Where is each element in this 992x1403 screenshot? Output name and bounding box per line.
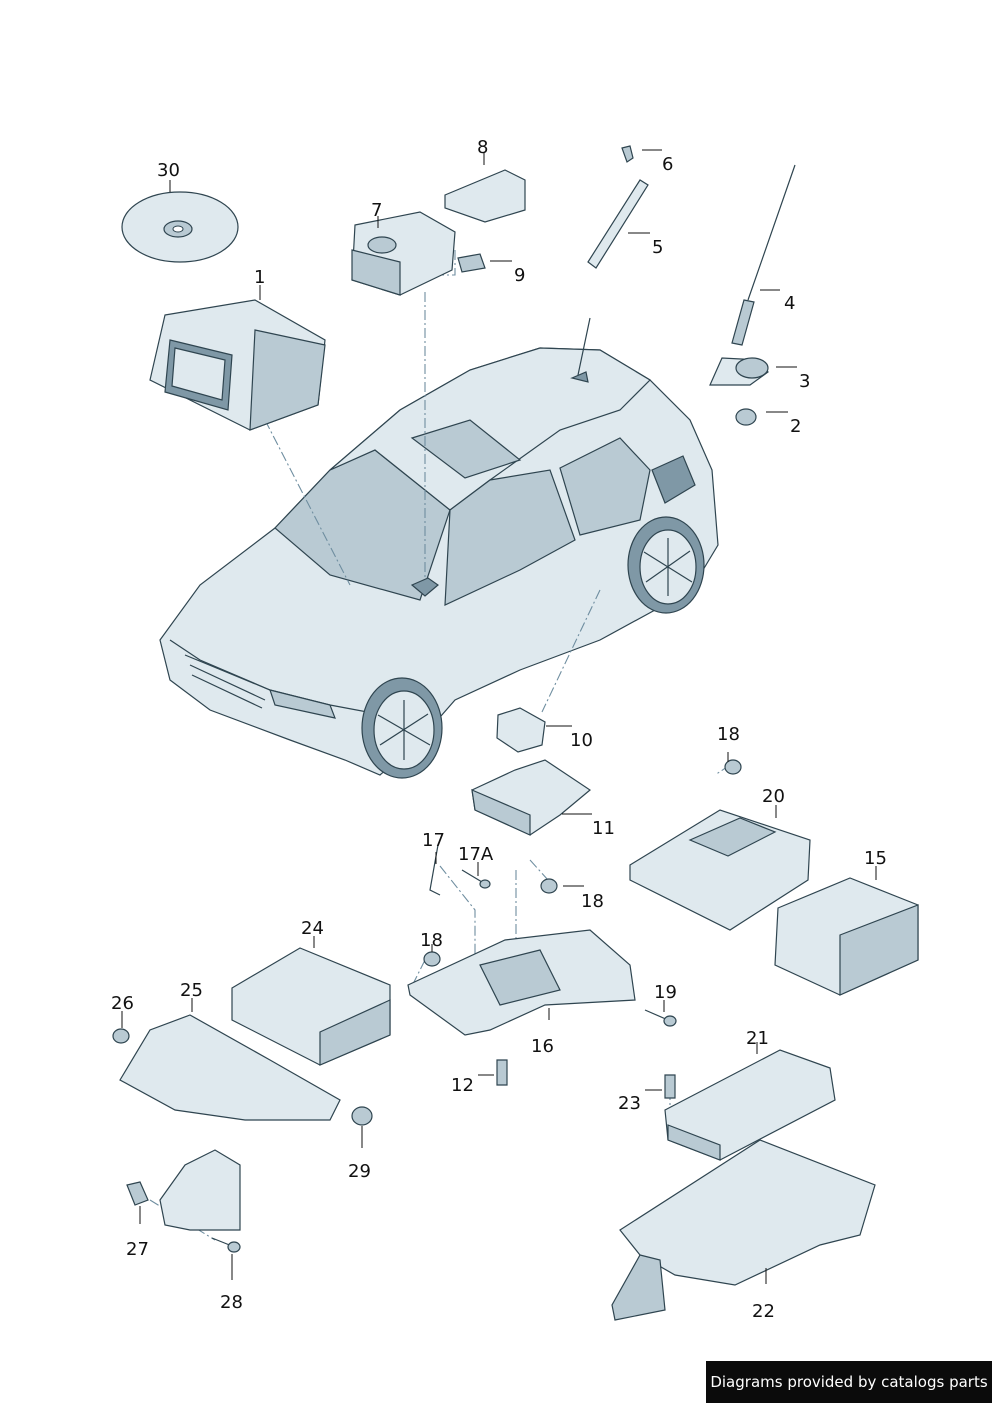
callout-7: 7 [371, 200, 382, 221]
part-8-cover [444, 169, 526, 223]
part-28-screw [211, 1237, 241, 1253]
callout-17a: 17A [458, 844, 494, 865]
part-27-clip [126, 1149, 241, 1231]
callout-17: 17 [422, 830, 445, 851]
callout-18-middle: 18 [581, 891, 604, 912]
callout-4: 4 [784, 293, 795, 314]
part-3-antenna-base [709, 357, 769, 386]
callout-25: 25 [180, 980, 203, 1001]
callout-11: 11 [592, 818, 615, 839]
rear-wheel [627, 516, 705, 614]
part-4-antenna-mast [731, 164, 796, 346]
part-15-audio-unit [774, 877, 919, 996]
callout-18-top: 18 [717, 724, 740, 745]
part-11-bracket [471, 759, 592, 836]
callout-labels: 30 1 7 8 9 6 5 4 3 2 10 11 18 20 15 17 1… [111, 137, 887, 1322]
callout-5: 5 [652, 237, 663, 258]
callout-10: 10 [570, 730, 593, 751]
leader-lines [121, 149, 877, 1284]
callout-18-left: 18 [420, 930, 443, 951]
callout-29: 29 [348, 1161, 371, 1182]
part-26-nut [112, 1028, 130, 1044]
callout-22: 22 [752, 1301, 775, 1322]
callout-21: 21 [746, 1028, 769, 1049]
part-12-bolt [496, 1059, 508, 1086]
attribution-text: Diagrams provided by catalogs parts [710, 1373, 988, 1391]
callout-23: 23 [618, 1093, 641, 1114]
part-18-nuts [423, 759, 742, 967]
part-29-plug [351, 1106, 373, 1126]
callout-26: 26 [111, 993, 134, 1014]
callout-12: 12 [451, 1075, 474, 1096]
callout-15: 15 [864, 848, 887, 869]
part-7-control-module [351, 211, 456, 296]
part-5-antenna-rod [587, 179, 649, 269]
front-wheel [361, 677, 443, 779]
part-16-mounting-bracket [407, 929, 636, 1036]
part-6-screw [621, 145, 634, 163]
callout-1: 1 [254, 267, 265, 288]
part-17-clip [429, 844, 441, 896]
callout-8: 8 [477, 137, 488, 158]
part-2-nut [735, 408, 757, 426]
part-21-amplifier [664, 1049, 836, 1161]
callout-27: 27 [126, 1239, 149, 1260]
part-24-control-unit [231, 947, 391, 1066]
part-10-module [496, 707, 546, 753]
callout-28: 28 [220, 1292, 243, 1313]
part-25-housing [119, 1014, 341, 1121]
callout-2: 2 [790, 416, 801, 437]
callout-24: 24 [301, 918, 324, 939]
callout-9: 9 [514, 265, 525, 286]
callout-19: 19 [654, 982, 677, 1003]
part-9-connector [457, 253, 486, 273]
part-19-screw [644, 1009, 677, 1027]
callout-20: 20 [762, 786, 785, 807]
part-20-bracket [629, 809, 811, 931]
part-30-disc [121, 191, 239, 263]
part-22-tray [611, 1139, 876, 1321]
part-1-navigation-unit [149, 299, 326, 431]
car-illustration [159, 317, 719, 779]
callout-30: 30 [157, 160, 180, 181]
part-23-screw [664, 1074, 676, 1099]
callout-3: 3 [799, 371, 810, 392]
callout-6: 6 [662, 154, 673, 175]
attribution-banner: Diagrams provided by catalogs parts [706, 1361, 992, 1403]
callout-16: 16 [531, 1036, 554, 1057]
part-17a-screw [461, 869, 491, 889]
